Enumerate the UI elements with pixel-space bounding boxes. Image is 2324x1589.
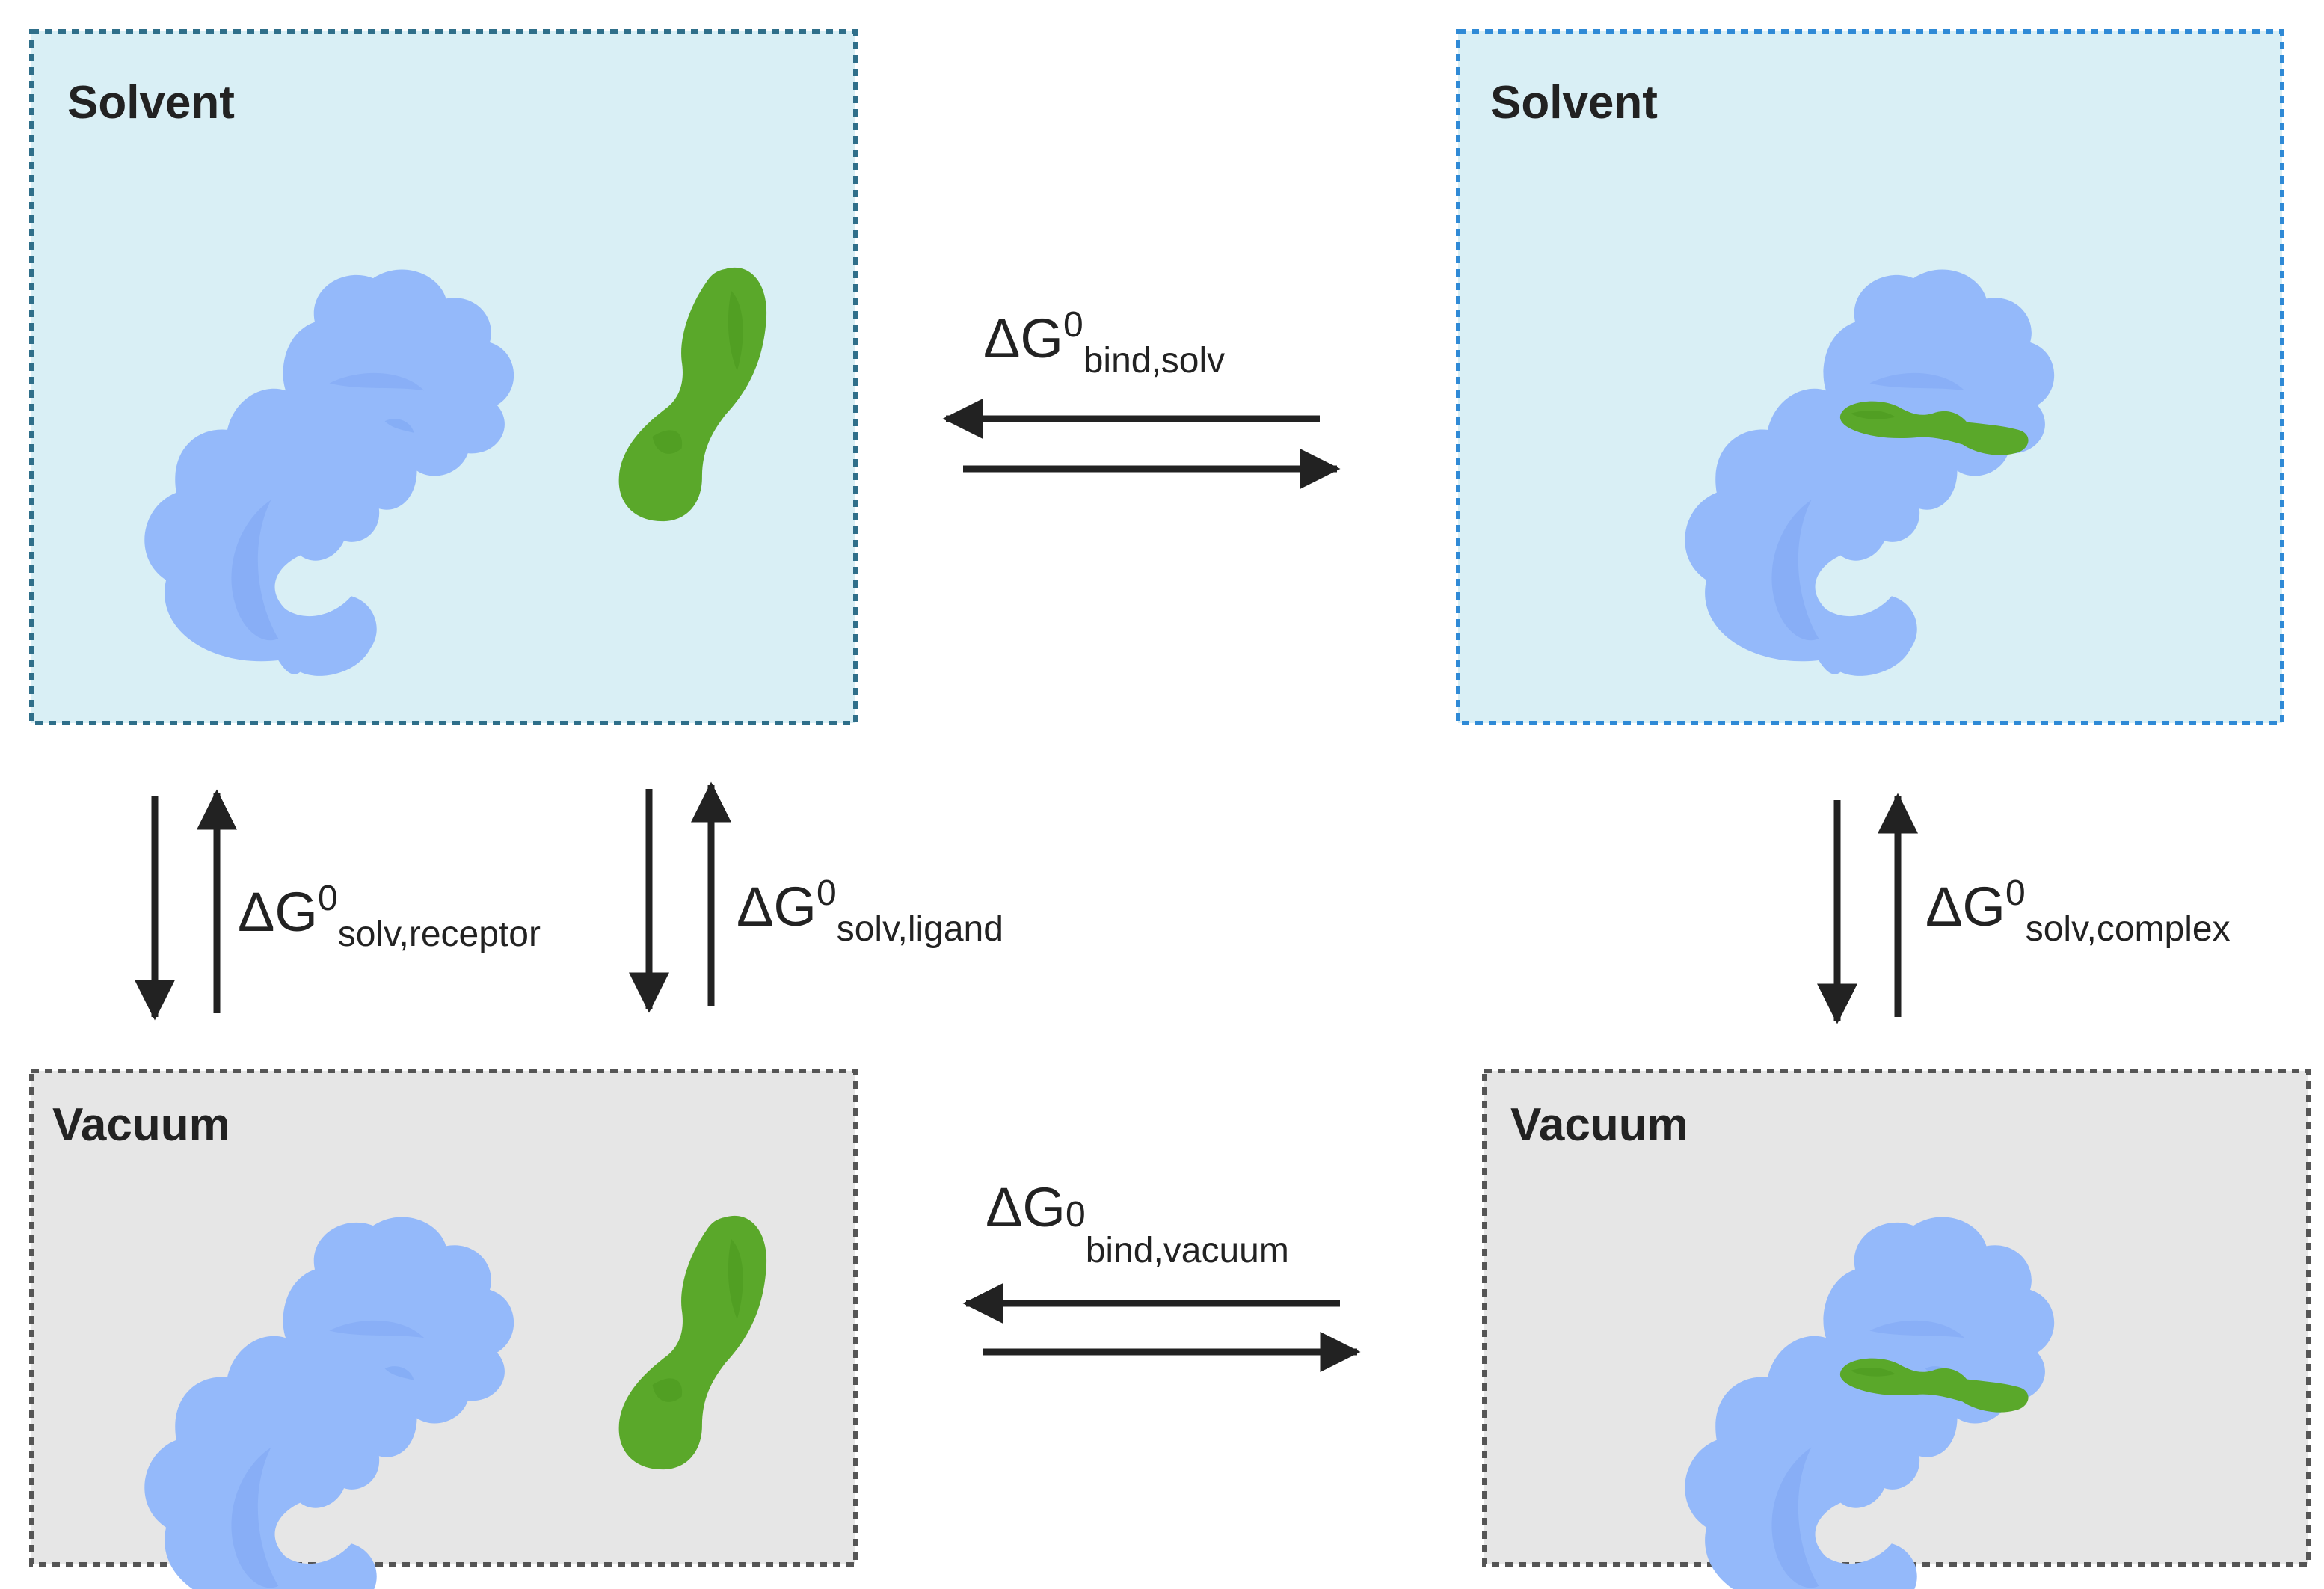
label-bind-solv: ΔG0bind,solv: [983, 305, 1225, 381]
vacuum-label-left: Vacuum: [52, 1099, 230, 1151]
solvent-box-right: Solvent: [1456, 29, 2284, 725]
solvent-label-left: Solvent: [67, 77, 235, 129]
solv-complex-arrows: [1817, 793, 1918, 1024]
vacuum-label-right: Vacuum: [1510, 1099, 1688, 1151]
solv-receptor-arrows: [135, 789, 237, 1021]
solvent-label-right: Solvent: [1490, 77, 1658, 129]
label-solv-ligand: ΔG0solv,ligand: [737, 873, 1003, 949]
label-bind-vacuum: ΔG0bind,vacuum: [986, 1176, 1289, 1270]
bind-vacuum-arrows: [962, 1283, 1361, 1372]
label-solv-complex: ΔG0solv,complex: [1925, 873, 2231, 949]
bind-solv-arrows: [942, 399, 1341, 489]
solv-ligand-arrows: [629, 781, 731, 1013]
label-solv-receptor: ΔG0solv,receptor: [238, 879, 541, 954]
